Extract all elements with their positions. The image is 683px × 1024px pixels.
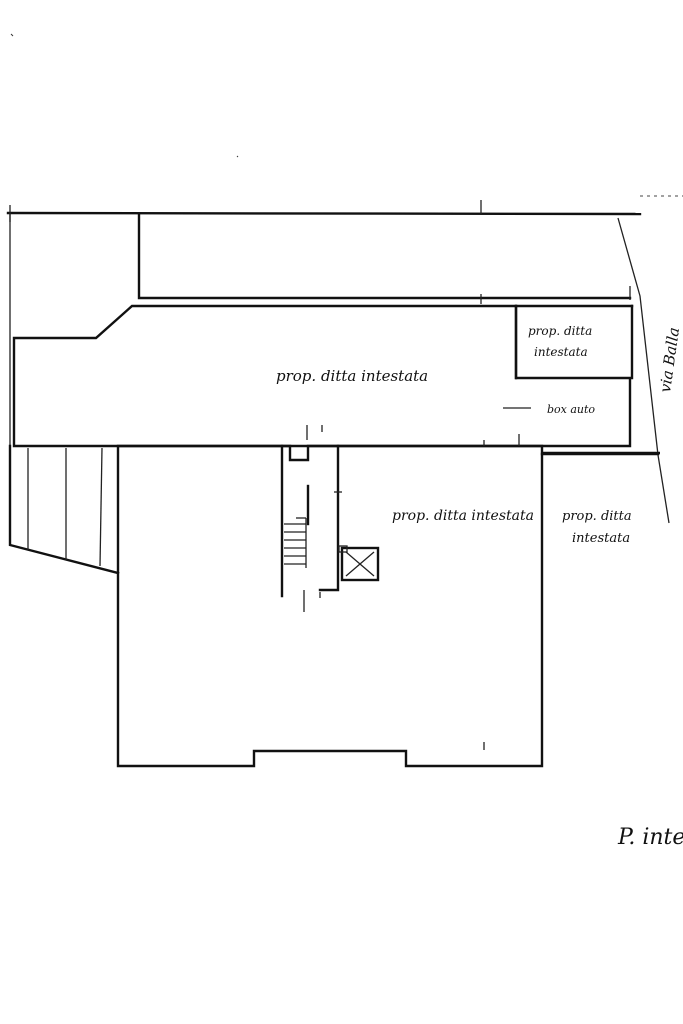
lift-shaft	[338, 545, 380, 582]
top-boundary-line	[6, 195, 683, 222]
left-strips	[8, 444, 120, 575]
stray-mark	[236, 155, 239, 158]
stair-core	[280, 425, 342, 612]
street-label: via Balla	[656, 326, 683, 393]
room-label-right-line2: intestata	[572, 531, 630, 546]
wall-tick-marks	[480, 294, 520, 750]
room-label-top-right-line2: intestata	[534, 345, 588, 359]
stray-mark	[10, 33, 14, 37]
lower-property-outline	[116, 444, 660, 768]
room-label-right-line1: prop. ditta	[562, 509, 632, 524]
room-label-center: prop. ditta intestata	[392, 508, 534, 524]
sheet-caption: P. inter	[617, 825, 683, 850]
box-auto-label: box auto	[547, 403, 595, 416]
room-label-main: prop. ditta intestata	[276, 367, 428, 385]
upper-plot-outline	[137, 212, 632, 300]
room-label-top-right-line1: prop. ditta	[528, 324, 592, 338]
street-edge	[617, 217, 670, 524]
